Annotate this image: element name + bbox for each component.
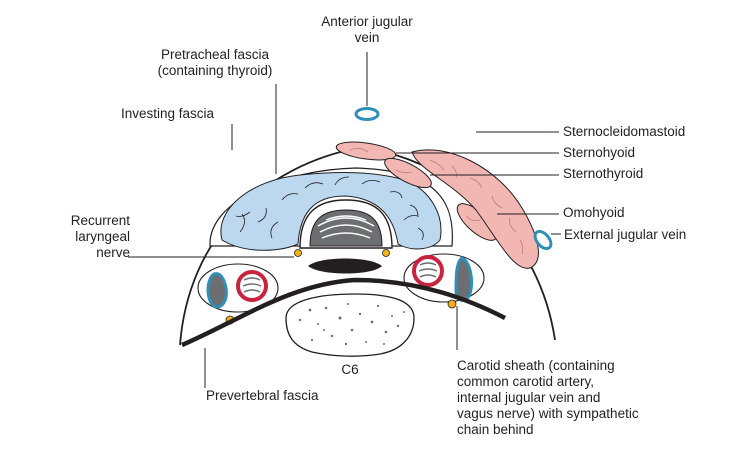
label-prevertebral-fascia: Prevertebral fascia [206, 388, 319, 403]
internal-jugular-vein-right [454, 256, 474, 302]
label-external-jugular-vein: External jugular vein [564, 227, 687, 242]
label-sternohyoid: Sternohyoid [563, 145, 636, 160]
label-carotid-sheath: Carotid sheath (containing common caroti… [457, 358, 639, 437]
oesophagus [308, 258, 382, 274]
trachea-rings [317, 215, 375, 239]
common-carotid-artery-right [412, 255, 444, 287]
c6-vertebral-body [285, 293, 415, 357]
prevertebral-fascia [181, 277, 507, 348]
anterior-jugular-vein-ring [354, 107, 380, 121]
common-carotid-artery-left [236, 270, 268, 302]
label-sternothyroid: Sternothyroid [563, 166, 644, 181]
label-anterior-jugular-vein: Anterior jugular vein [321, 14, 413, 45]
internal-jugular-vein-left [206, 272, 228, 309]
muscle-fibre-lines [349, 148, 524, 255]
label-c6: C6 [341, 362, 359, 377]
recurrent-laryngeal-nerve-right [382, 249, 390, 257]
thyroid-gland [220, 172, 442, 251]
label-omohyoid: Omohyoid [563, 205, 625, 220]
label-investing-fascia: Investing fascia [121, 106, 215, 121]
sternocleidomastoid-muscle [411, 149, 539, 269]
carotid-artery-stripes-left [242, 277, 262, 293]
vagus-nerve-right [447, 299, 457, 309]
carotid-artery-stripes-right [418, 262, 438, 278]
thyroid-lobule-lines [235, 176, 424, 241]
label-sternocleidomastoid: Sternocleidomastoid [563, 124, 686, 139]
label-recurrent-laryngeal-nerve: Recurrent laryngeal nerve [70, 213, 130, 260]
label-pretracheal-fascia: Pretracheal fascia (containing thyroid) [157, 47, 273, 78]
external-jugular-vein-ring [533, 229, 553, 251]
recurrent-laryngeal-nerve-left [294, 249, 302, 257]
c6-trabecular-pattern [298, 303, 405, 346]
